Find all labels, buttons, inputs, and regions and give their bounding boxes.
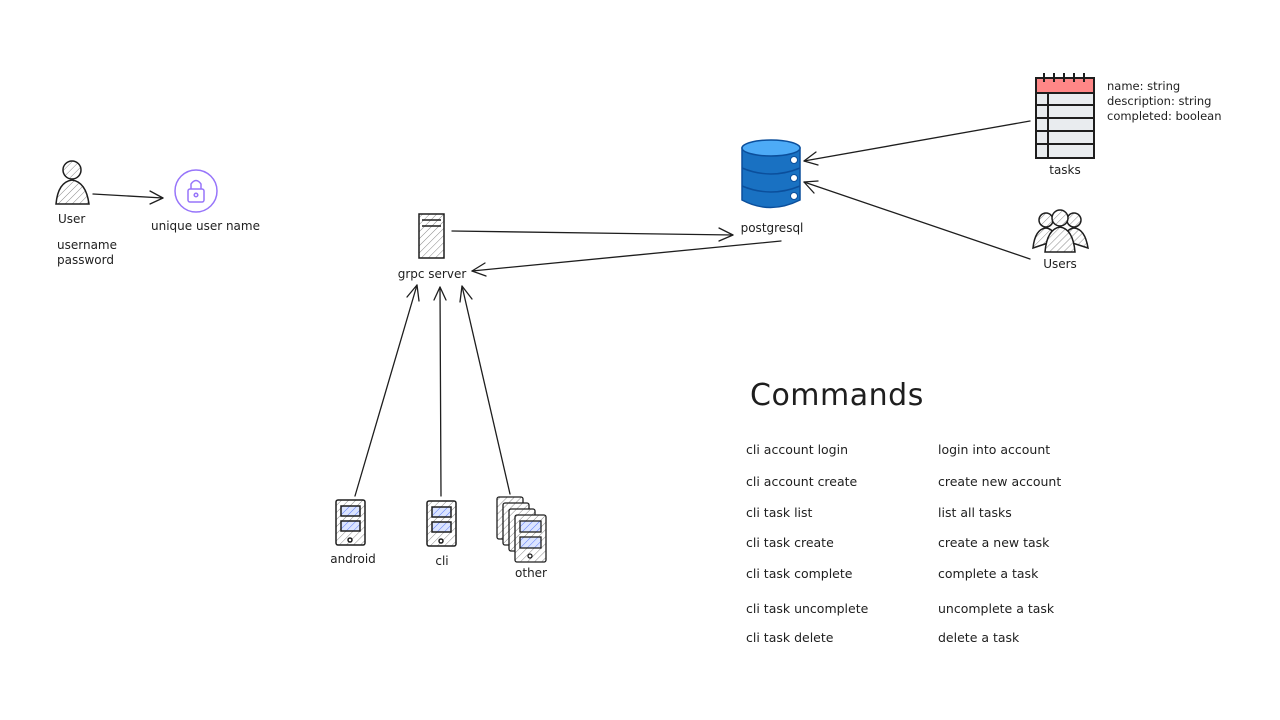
schema-field-completed: completed: boolean xyxy=(1107,109,1222,123)
cli-device-icon xyxy=(426,500,457,547)
command-name: cli account login xyxy=(746,442,849,457)
schema-field-description: description: string xyxy=(1107,94,1212,108)
command-name: cli task complete xyxy=(746,566,853,581)
commands-title: Commands xyxy=(750,378,924,413)
command-name: cli task create xyxy=(746,535,834,550)
unique-user-name-label: unique user name xyxy=(151,219,260,233)
command-name: cli account create xyxy=(746,474,858,489)
command-description: delete a task xyxy=(938,630,1020,645)
arrow-users-to-postgresql xyxy=(803,180,1031,260)
android-label: android xyxy=(330,552,376,566)
user-icon xyxy=(55,160,90,205)
arrow-server-to-postgresql xyxy=(451,227,734,242)
users-label: Users xyxy=(1043,257,1077,271)
command-description: create a new task xyxy=(938,535,1050,550)
command-description: create new account xyxy=(938,474,1062,489)
user-field-username: username xyxy=(57,238,117,252)
command-name: cli task list xyxy=(746,505,813,520)
command-description: list all tasks xyxy=(938,505,1012,520)
arrow-android-to-server xyxy=(354,284,420,497)
table-icon xyxy=(1035,73,1095,159)
other-devices-icon xyxy=(496,496,547,563)
tasks-label: tasks xyxy=(1049,163,1081,177)
command-name: cli task delete xyxy=(746,630,834,645)
arrow-tasks-to-postgresql xyxy=(803,120,1031,166)
user-label: User xyxy=(58,212,86,226)
schema-field-name: name: string xyxy=(1107,79,1181,93)
arrow-user-to-lock xyxy=(92,190,164,205)
grpc-server-label: grpc server xyxy=(397,267,467,281)
other-label: other xyxy=(515,566,547,580)
postgresql-label: postgresql xyxy=(740,221,804,235)
lock-icon xyxy=(174,169,218,213)
task-schema: name: string description: string complet… xyxy=(1107,79,1222,124)
cli-label: cli xyxy=(435,554,449,568)
database-icon xyxy=(741,139,801,209)
arrow-postgresql-to-server xyxy=(471,240,782,277)
command-description: uncomplete a task xyxy=(938,601,1055,616)
server-icon xyxy=(418,213,445,259)
android-device-icon xyxy=(335,499,366,546)
command-description: login into account xyxy=(938,442,1051,457)
arrow-other-to-server xyxy=(459,285,511,495)
users-group-icon xyxy=(1032,209,1089,253)
command-description: complete a task xyxy=(938,566,1039,581)
arrow-cli-to-server xyxy=(433,286,447,497)
user-field-password: password xyxy=(57,253,114,267)
command-name: cli task uncomplete xyxy=(746,601,869,616)
